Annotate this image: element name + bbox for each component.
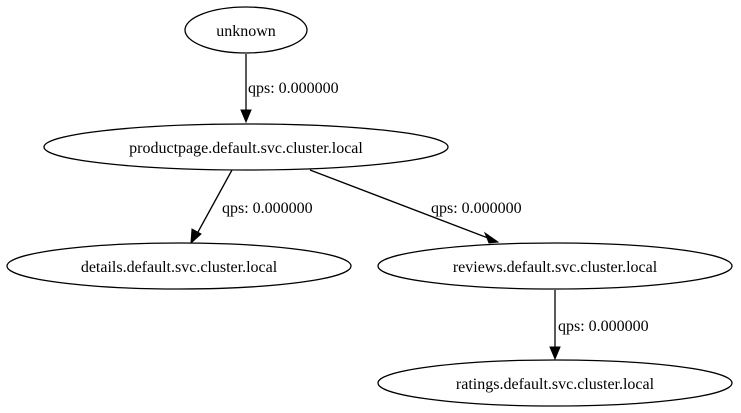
node-ratings[interactable]: ratings.default.svc.cluster.local xyxy=(377,359,733,407)
node-reviews[interactable]: reviews.default.svc.cluster.local xyxy=(377,242,733,290)
node-unknown[interactable]: unknown xyxy=(184,6,308,54)
node-label-reviews: reviews.default.svc.cluster.local xyxy=(453,259,658,276)
arrowhead xyxy=(240,109,252,124)
edge-label-qps: qps: 0.000000 xyxy=(558,318,649,335)
node-label-unknown: unknown xyxy=(216,23,276,40)
edge-label-qps: qps: 0.000000 xyxy=(431,200,522,217)
node-label-productpage: productpage.default.svc.cluster.local xyxy=(129,140,363,157)
edge-label-qps: qps: 0.000000 xyxy=(222,200,313,217)
edge-productpage-to-details: qps: 0.000000 xyxy=(190,169,313,245)
edge-label-qps: qps: 0.000000 xyxy=(248,80,339,97)
edge-unknown-to-productpage: qps: 0.000000 xyxy=(240,54,339,124)
arrowhead xyxy=(190,228,202,245)
node-details[interactable]: details.default.svc.cluster.local xyxy=(6,242,352,290)
arrowhead xyxy=(483,231,500,244)
edge-productpage-to-reviews: qps: 0.000000 xyxy=(309,169,522,244)
edge-reviews-to-ratings: qps: 0.000000 xyxy=(549,290,649,361)
node-label-ratings: ratings.default.svc.cluster.local xyxy=(456,376,655,393)
node-productpage[interactable]: productpage.default.svc.cluster.local xyxy=(43,123,449,171)
node-label-details: details.default.svc.cluster.local xyxy=(81,259,278,276)
arrowhead xyxy=(549,346,561,361)
